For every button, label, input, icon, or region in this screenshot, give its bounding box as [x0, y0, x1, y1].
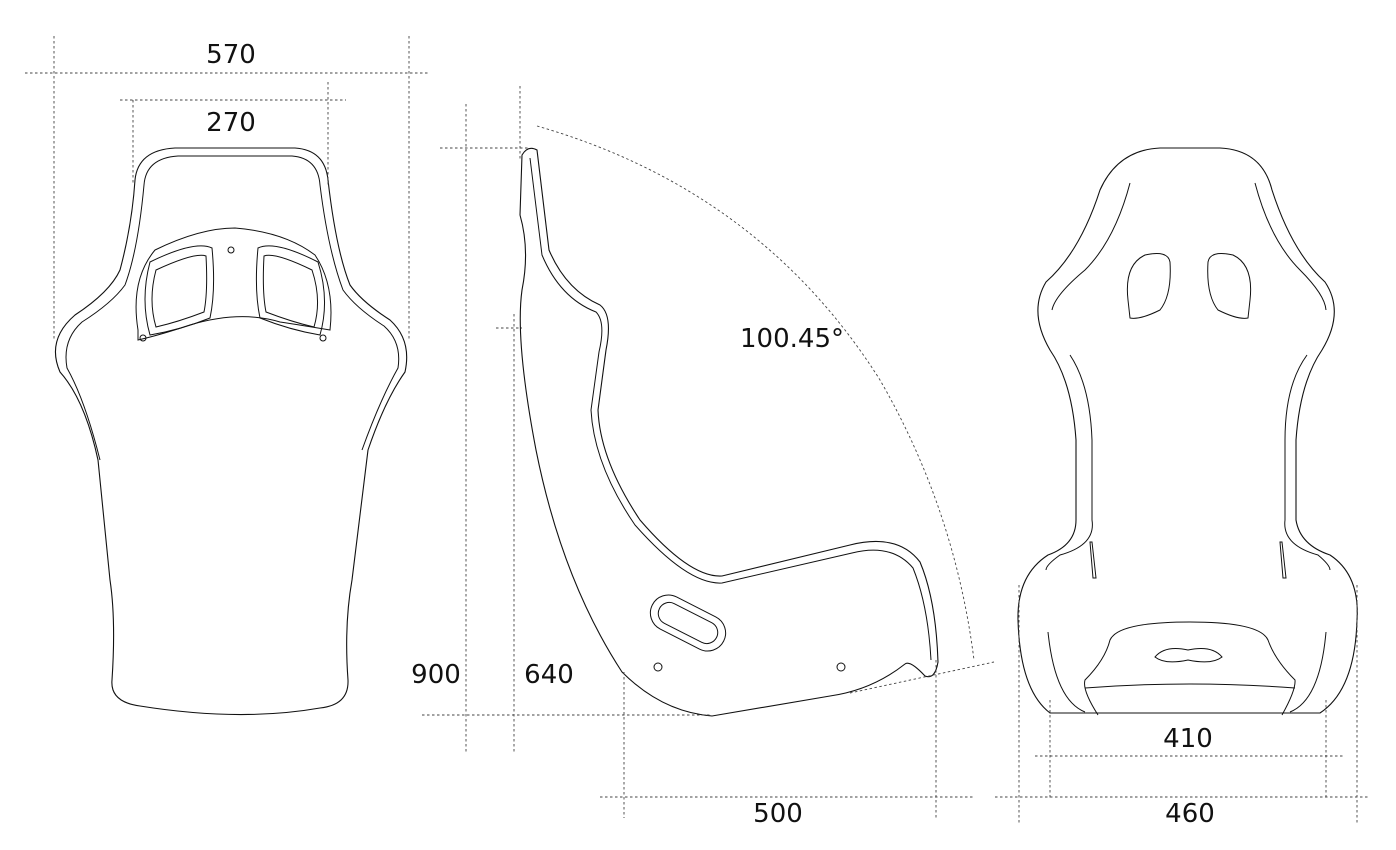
dimension-back-width-total: 570 — [206, 40, 256, 70]
seat-side-view — [519, 147, 939, 717]
dimension-front-width-total: 460 — [1165, 799, 1215, 829]
dimension-height-total: 900 — [411, 660, 461, 690]
dimension-back-width-head: 270 — [206, 108, 256, 138]
seat-back-view — [54, 147, 408, 716]
dimension-height-seat-back: 640 — [524, 660, 574, 690]
dimension-front-width-base: 410 — [1163, 724, 1213, 754]
dimension-lines — [25, 36, 1370, 825]
dimension-recline-angle: 100.45° — [740, 324, 844, 354]
dimension-depth: 500 — [753, 799, 803, 829]
seat-front-view — [1017, 147, 1358, 716]
